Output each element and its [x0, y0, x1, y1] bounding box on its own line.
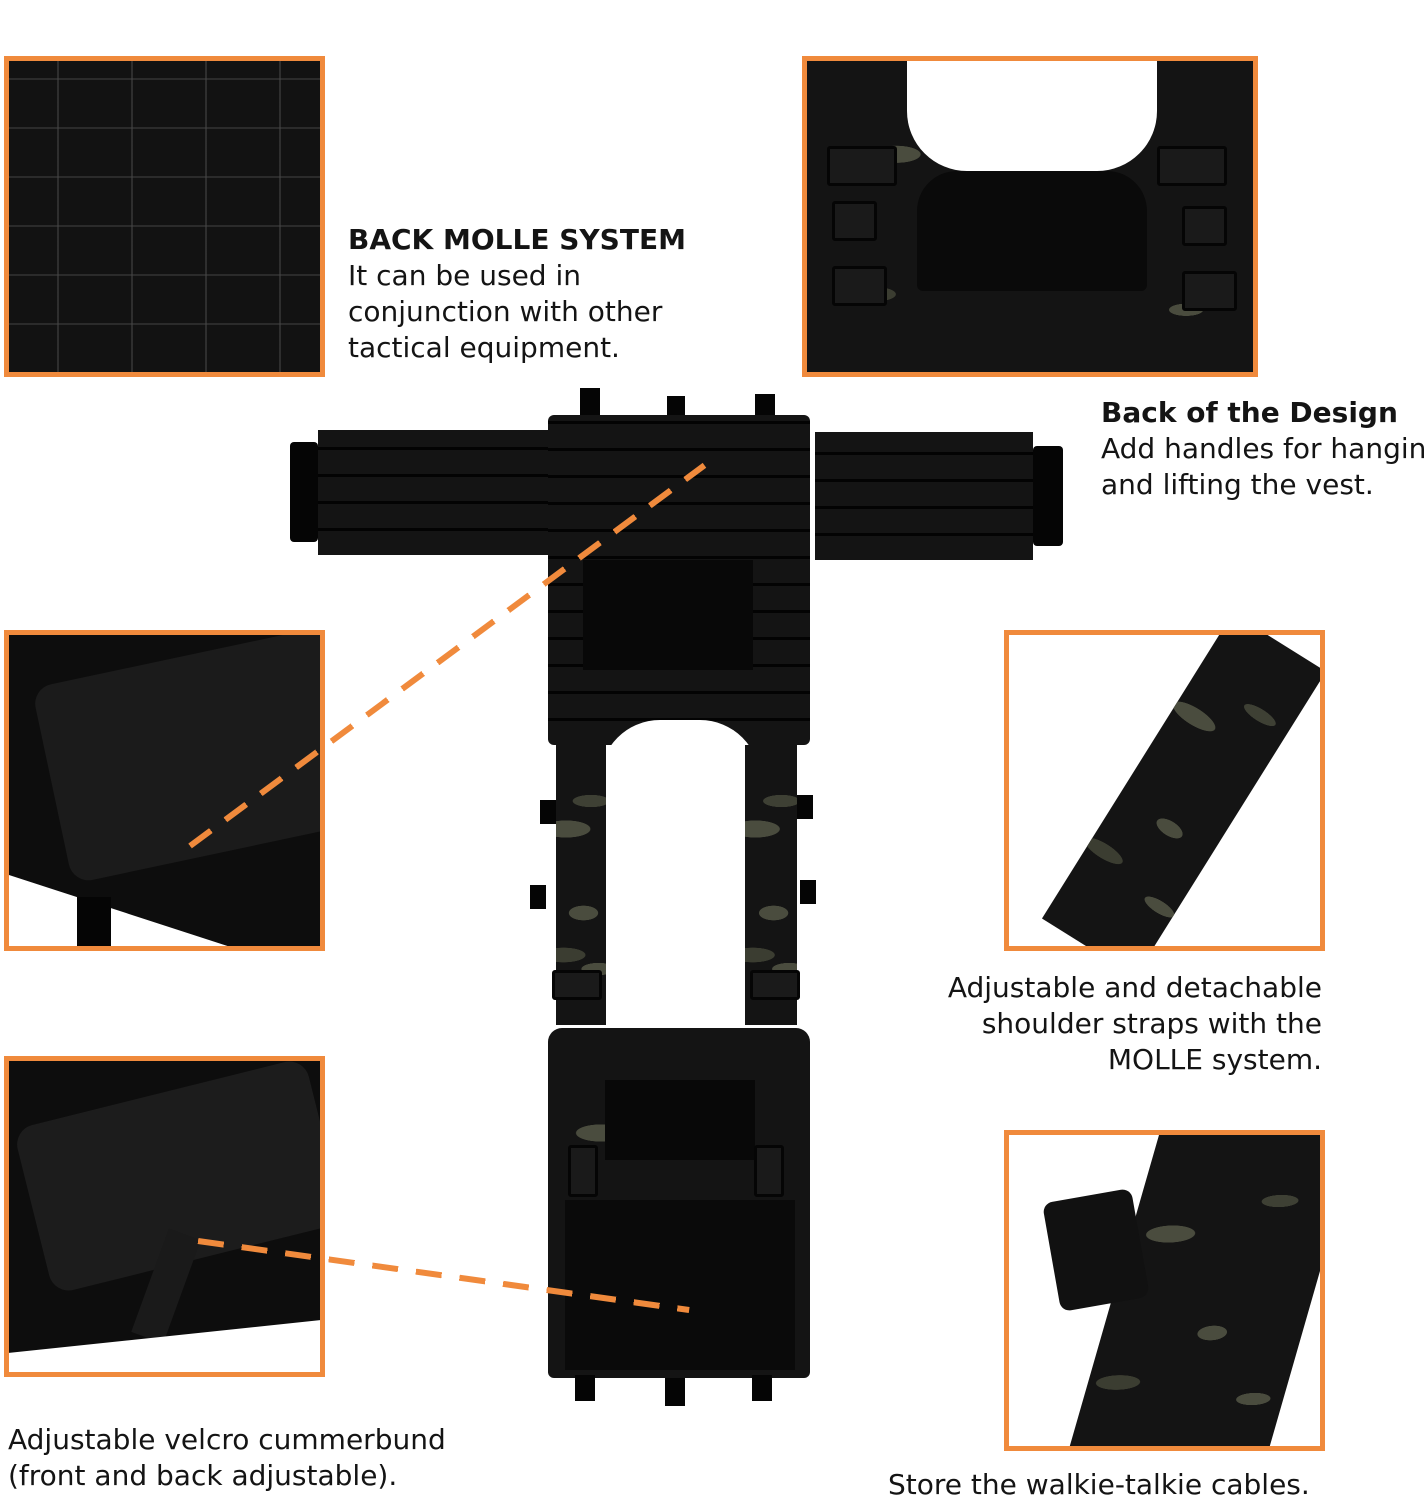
cummerbund-left	[318, 430, 558, 555]
side-buckle-left	[290, 442, 318, 542]
top-tab	[667, 396, 685, 418]
strap-loop	[800, 880, 816, 904]
buckle-icon	[832, 266, 887, 306]
buckle-icon	[1182, 271, 1237, 311]
cummerbund-right	[815, 432, 1033, 560]
shoulder-strap-closeup	[1004, 630, 1325, 951]
shoulder-gap	[600, 720, 760, 780]
front-velcro-flap	[565, 1200, 795, 1370]
strap-tab	[77, 897, 111, 946]
cable-loop	[1042, 1188, 1150, 1312]
velcro-patch-back	[583, 560, 753, 670]
molle-fabric-closeup	[4, 56, 325, 377]
top-tab	[755, 394, 775, 420]
cummerbund-adjust-closeup	[4, 1056, 325, 1377]
walkie-talkie-caption: Store the walkie-talkie cables.	[888, 1468, 1310, 1501]
top-tab	[580, 388, 600, 418]
bottom-tab	[752, 1375, 772, 1401]
back-molle-title: BACK MOLLE SYSTEM	[348, 223, 686, 256]
side-buckle-right	[1033, 446, 1063, 546]
back-molle-caption: BACK MOLLE SYSTEM It can be used in conj…	[348, 223, 686, 364]
carry-handle	[917, 171, 1147, 291]
buckle-icon	[1182, 206, 1227, 246]
back-handle-closeup	[802, 56, 1258, 377]
strap-loop	[540, 800, 556, 824]
buckle-icon	[568, 1145, 598, 1197]
quick-release-buckle-icon	[750, 970, 800, 1000]
neck-cutout	[907, 61, 1157, 171]
buckle-icon	[827, 146, 897, 186]
back-design-title: Back of the Design	[1101, 396, 1398, 429]
cummerbund-caption: Adjustable velcro cummerbund (front and …	[8, 1423, 446, 1492]
shoulder-strap-caption: Adjustable and detachable shoulder strap…	[947, 971, 1322, 1076]
velcro-flap	[31, 635, 320, 885]
walkie-talkie-cable-closeup	[1004, 1130, 1325, 1451]
strap-loop	[530, 885, 546, 909]
velcro-patch-front	[605, 1080, 755, 1160]
buckle-icon	[832, 201, 877, 241]
bottom-tab	[575, 1375, 595, 1401]
strap-loop	[797, 795, 813, 819]
cummerbund-inner-closeup	[4, 630, 325, 951]
strap-camo	[1041, 635, 1320, 946]
buckle-icon	[754, 1145, 784, 1197]
laser-cut-grid-texture	[9, 61, 320, 372]
quick-release-buckle-icon	[552, 970, 602, 1000]
buckle-icon	[1157, 146, 1227, 186]
bottom-tab	[665, 1378, 685, 1406]
back-design-caption: Back of the Design Add handles for hangi…	[1101, 395, 1426, 503]
background-white	[9, 875, 320, 946]
